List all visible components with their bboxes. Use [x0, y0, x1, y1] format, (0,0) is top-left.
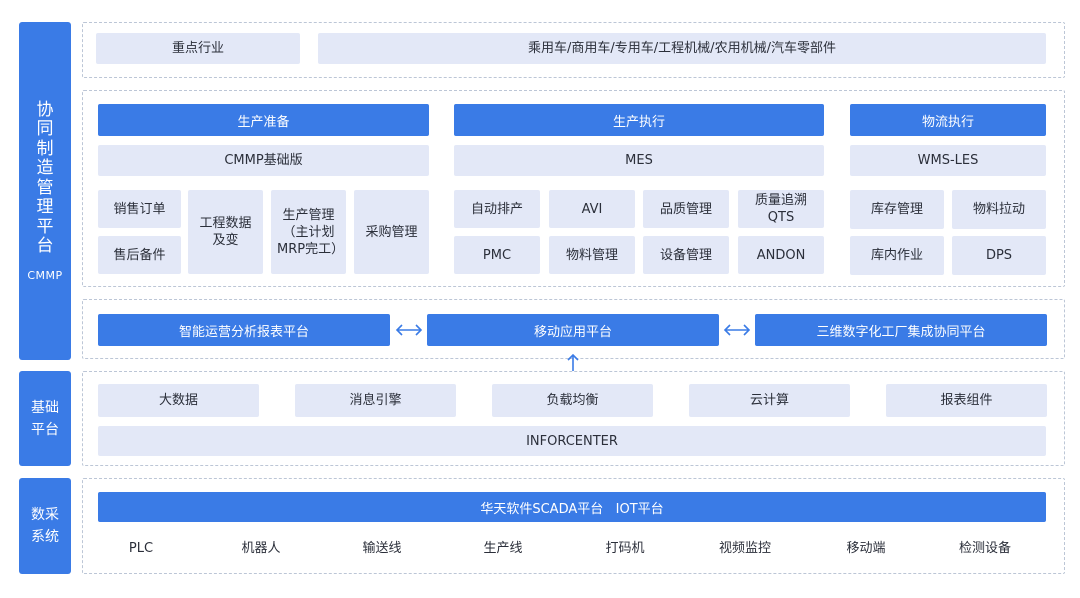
- prep-sub: CMMP基础版: [98, 145, 429, 176]
- base-item: 负载均衡: [492, 384, 653, 417]
- exec-item: 质量追溯QTS: [738, 190, 824, 228]
- exec-header: 生产执行: [454, 104, 824, 136]
- double-arrow-icon: [723, 324, 751, 336]
- device-label: 机器人: [241, 541, 281, 556]
- platform-mobile: 移动应用平台: [427, 314, 719, 346]
- scada-iot-header: 华天软件SCADA平台 IOT平台: [98, 492, 1046, 522]
- device-label: 检测设备: [958, 541, 1011, 556]
- device-label: 移动端: [846, 541, 886, 556]
- sidebar-cmmp-title: 协同制造管理平台: [36, 99, 54, 256]
- base-item: 大数据: [98, 384, 259, 417]
- industry-value: 乘用车/商用车/专用车/工程机械/农用机械/汽车零部件: [318, 33, 1046, 64]
- exec-item: PMC: [454, 236, 540, 274]
- device-label: 输送线: [362, 541, 402, 556]
- logistics-sub: WMS-LES: [850, 145, 1046, 176]
- exec-item: AVI: [549, 190, 635, 228]
- double-arrow-icon: [395, 324, 423, 336]
- platform-analytics: 智能运营分析报表平台: [98, 314, 390, 346]
- device-label: 视频监控: [718, 541, 771, 556]
- platform-3d-factory: 三维数字化工厂集成协同平台: [755, 314, 1047, 346]
- exec-sub: MES: [454, 145, 824, 176]
- prep-item: 采购管理: [354, 190, 429, 274]
- exec-item: ANDON: [738, 236, 824, 274]
- logistics-item: 库存管理: [850, 190, 944, 229]
- device-label: PLC: [128, 541, 154, 556]
- prep-item: 销售订单: [98, 190, 181, 228]
- logistics-item: DPS: [952, 236, 1046, 275]
- logistics-item: 物料拉动: [952, 190, 1046, 229]
- base-item: 消息引擎: [295, 384, 456, 417]
- device-label: 生产线: [483, 541, 523, 556]
- exec-item: 品质管理: [643, 190, 729, 228]
- prep-item: 售后备件: [98, 236, 181, 274]
- base-item: 报表组件: [886, 384, 1047, 417]
- prep-item: 工程数据及变: [188, 190, 263, 274]
- device-label: 打码机: [605, 541, 645, 556]
- logistics-item: 库内作业: [850, 236, 944, 275]
- sidebar-cmmp: 协同制造管理平台 CMMP: [19, 22, 71, 360]
- prep-item: 生产管理（主计划MRP完工）: [271, 190, 346, 274]
- inforcenter-bar: INFORCENTER: [98, 426, 1046, 456]
- prep-header: 生产准备: [98, 104, 429, 136]
- exec-item: 设备管理: [643, 236, 729, 274]
- industry-label: 重点行业: [96, 33, 300, 64]
- base-item: 云计算: [689, 384, 850, 417]
- sidebar-collect-title: 数采系统: [31, 507, 59, 545]
- exec-item: 物料管理: [549, 236, 635, 274]
- sidebar-cmmp-subtitle: CMMP: [27, 268, 63, 282]
- sidebar-base: 基础平台: [19, 371, 71, 466]
- sidebar-collect: 数采系统: [19, 478, 71, 574]
- exec-item: 自动排产: [454, 190, 540, 228]
- sidebar-base-title: 基础平台: [31, 399, 59, 438]
- logistics-header: 物流执行: [850, 104, 1046, 136]
